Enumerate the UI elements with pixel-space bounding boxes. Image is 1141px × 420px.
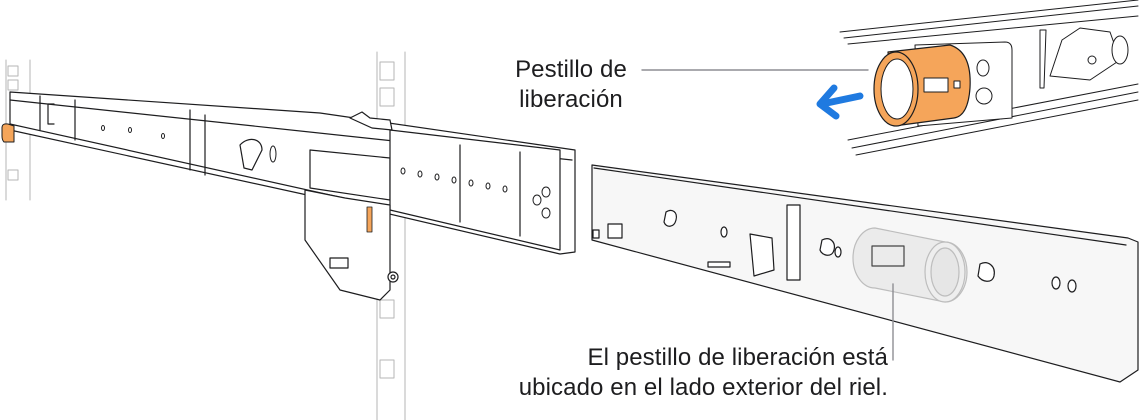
latch-location-label-line2: ubicado en el lado exterior del riel. — [518, 374, 888, 401]
latch-location-label-line1: El pestillo de liberación está — [587, 344, 888, 371]
release-latch-label-line2: liberación — [519, 86, 623, 113]
rear-latch-tab — [366, 206, 373, 233]
latch-location-label: El pestillo de liberación está ubicado e… — [519, 343, 888, 403]
ghost-latch — [852, 227, 968, 303]
mounted-rail — [9, 91, 576, 301]
arrow-left-icon — [816, 84, 864, 120]
outer-rail-piece — [591, 164, 1139, 383]
release-latch-inset — [873, 44, 993, 127]
release-latch-label: Pestillo de liberación — [497, 55, 645, 115]
front-latch-tab — [1, 123, 15, 143]
release-latch-label-line1: Pestillo de — [515, 56, 627, 83]
